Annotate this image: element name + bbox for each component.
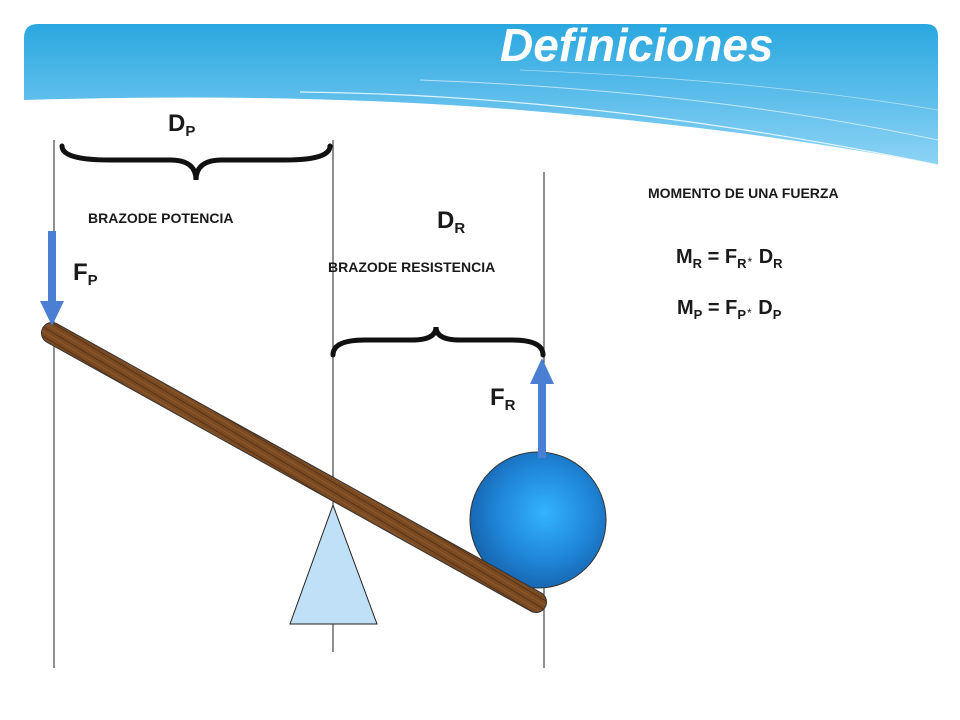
dr-label: DR — [437, 207, 466, 237]
title-banner — [24, 24, 939, 166]
brazo-potencia-label: BRAZODE POTENCIA — [88, 210, 234, 226]
dp-brace — [59, 143, 333, 181]
formula-moment-power: MP = FP* DP — [677, 297, 782, 322]
fp-arrow — [40, 231, 64, 326]
dr-brace — [330, 326, 546, 358]
fr-arrow — [530, 358, 554, 458]
momento-label: MOMENTO DE UNA FUERZA — [648, 185, 839, 201]
fulcrum-triangle — [289, 503, 378, 625]
brazo-resistencia-label: BRAZODE RESISTENCIA — [328, 259, 496, 275]
fp-label: FP — [73, 259, 98, 289]
dp-label: DP — [168, 110, 196, 140]
fr-label: FR — [490, 384, 516, 414]
slide-title: Definiciones — [500, 19, 774, 71]
formula-moment-resistance: MR = FR* DR — [676, 246, 783, 271]
